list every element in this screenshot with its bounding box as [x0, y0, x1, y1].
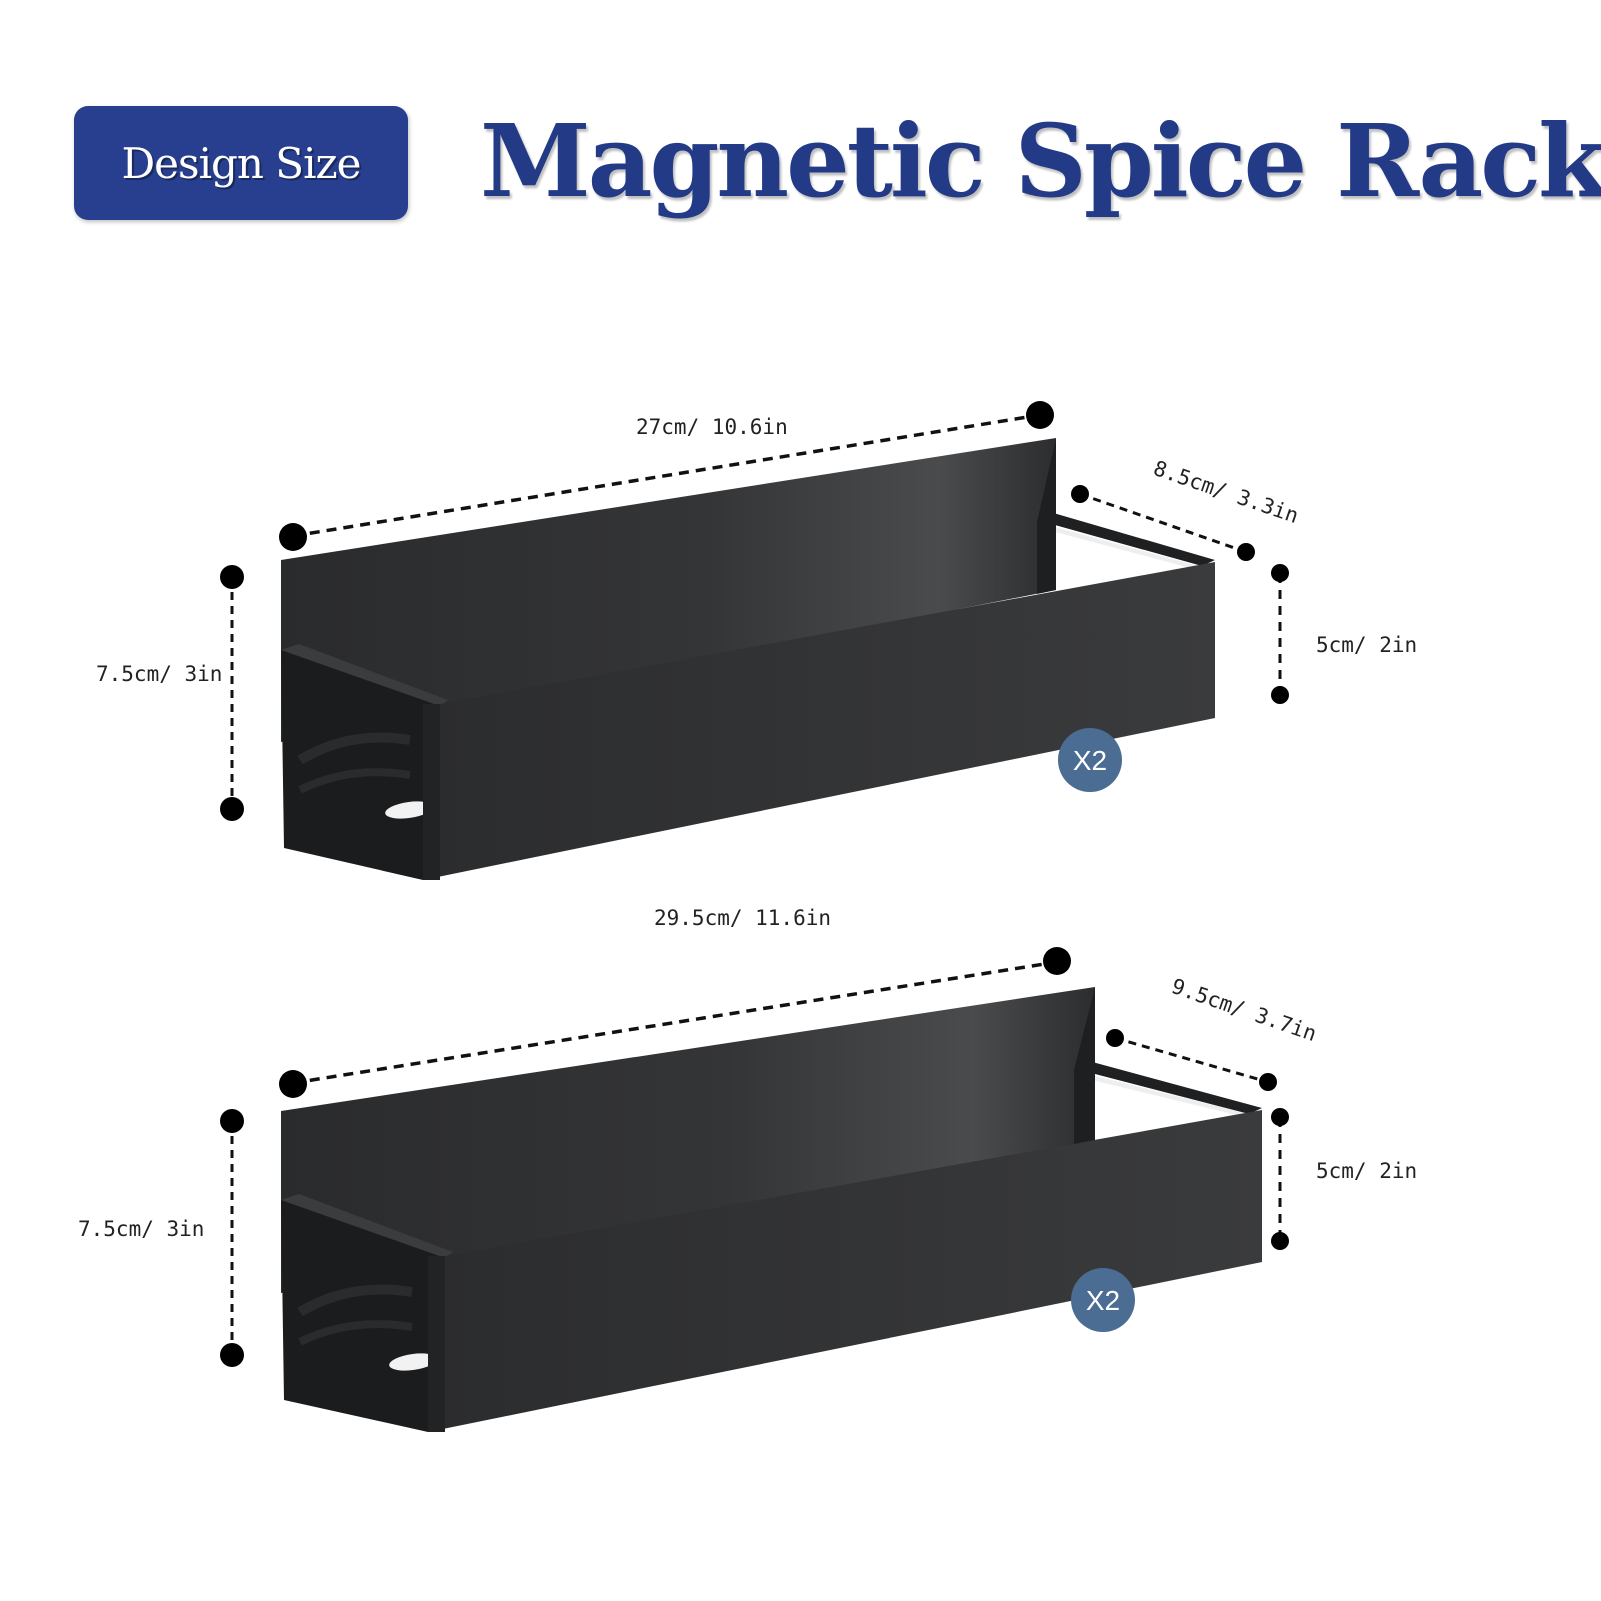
rack-1-length-label: 27cm/ 10.6in — [636, 415, 788, 439]
rack-2-front-height-dimension: 5cm/ 2in — [1271, 1108, 1417, 1250]
rack-1-length-dimension: 27cm/ 10.6in — [279, 401, 1054, 551]
rack-1-front-height-dimension: 5cm/ 2in — [1271, 564, 1417, 704]
rack-1-front-height-label: 5cm/ 2in — [1316, 633, 1417, 657]
rack-1-quantity-badge: X2 — [1058, 728, 1122, 792]
rack-1: 27cm/ 10.6in 8.5cm/ 3.3in 5cm/ 2in 7.5cm… — [96, 401, 1417, 880]
rack-2-depth-label: 9.5cm/ 3.7in — [1168, 974, 1319, 1046]
rack-1-depth-label: 8.5cm/ 3.3in — [1150, 456, 1301, 528]
rack-1-back-height-label: 7.5cm/ 3in — [96, 662, 222, 686]
rack-2-back-height-dimension: 7.5cm/ 3in — [78, 1109, 244, 1367]
rack-1-back-height-dimension: 7.5cm/ 3in — [96, 565, 244, 821]
design-size-badge: Design Size — [74, 106, 408, 220]
rack-2-back-height-label: 7.5cm/ 3in — [78, 1217, 204, 1241]
rack-1-shape — [281, 438, 1215, 880]
rack-1-quantity-label: X2 — [1073, 745, 1107, 776]
rack-2-length-label: 29.5cm/ 11.6in — [654, 906, 831, 930]
page-title: Magnetic Spice Rack — [480, 102, 1601, 220]
rack-2-depth-dimension: 9.5cm/ 3.7in — [1106, 974, 1320, 1091]
rack-2-shape — [281, 987, 1262, 1432]
rack-2: 29.5cm/ 11.6in 9.5cm/ 3.7in 5cm/ 2in 7.5… — [78, 906, 1417, 1432]
rack-2-front-height-label: 5cm/ 2in — [1316, 1159, 1417, 1183]
rack-2-quantity-label: X2 — [1086, 1285, 1120, 1316]
rack-2-quantity-badge: X2 — [1071, 1268, 1135, 1332]
rack-2-length-dimension: 29.5cm/ 11.6in — [279, 906, 1071, 1098]
